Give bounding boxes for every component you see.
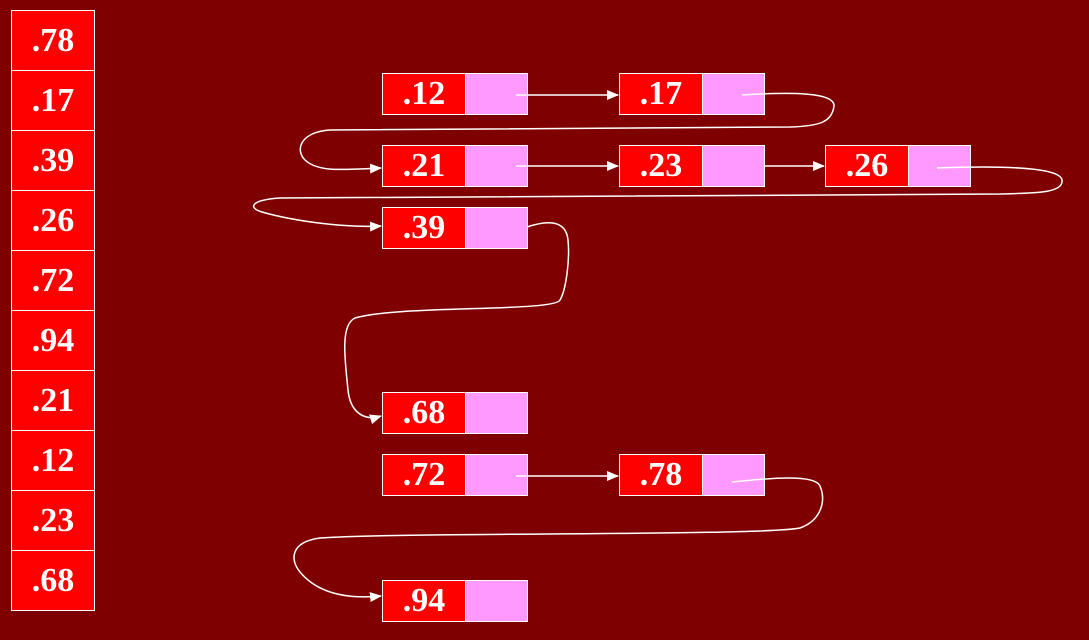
list-node: .26	[825, 145, 971, 187]
node-value: .17	[619, 73, 703, 115]
list-node: .23	[619, 145, 765, 187]
list-node: .68	[382, 392, 528, 434]
node-value: .23	[619, 145, 703, 187]
array-cell: .72	[11, 250, 95, 311]
list-node: .21	[382, 145, 528, 187]
array-cell: .94	[11, 310, 95, 371]
input-array: .78 .17 .39 .26 .72 .94 .21 .12 .23 .68	[11, 10, 95, 611]
array-cell: .39	[11, 130, 95, 191]
arrow-17-to-21	[299, 92, 835, 174]
node-value: .26	[825, 145, 909, 187]
list-node: .12	[382, 73, 528, 115]
arrow-39-to-68	[344, 222, 570, 425]
node-value: .68	[382, 392, 466, 434]
array-cell: .23	[11, 490, 95, 551]
node-value: .12	[382, 73, 466, 115]
node-value: .72	[382, 454, 466, 496]
array-cell: .26	[11, 190, 95, 251]
array-cell: .78	[11, 10, 95, 71]
array-cell: .68	[11, 550, 95, 611]
array-cell: .21	[11, 370, 95, 431]
node-pointer	[466, 454, 528, 496]
arrow-78-to-94	[293, 477, 824, 603]
node-pointer	[703, 454, 765, 496]
list-node: .39	[382, 207, 528, 249]
node-pointer	[466, 73, 528, 115]
node-value: .39	[382, 207, 466, 249]
array-cell: .12	[11, 430, 95, 491]
node-value: .21	[382, 145, 466, 187]
list-node: .78	[619, 454, 765, 496]
node-pointer	[909, 145, 971, 187]
arrow-26-to-39	[252, 166, 1063, 232]
node-value: .94	[382, 580, 466, 622]
node-value: .78	[619, 454, 703, 496]
node-pointer	[466, 392, 528, 434]
node-pointer	[466, 580, 528, 622]
node-pointer	[466, 207, 528, 249]
node-pointer	[703, 145, 765, 187]
list-node: .94	[382, 580, 528, 622]
list-node: .72	[382, 454, 528, 496]
